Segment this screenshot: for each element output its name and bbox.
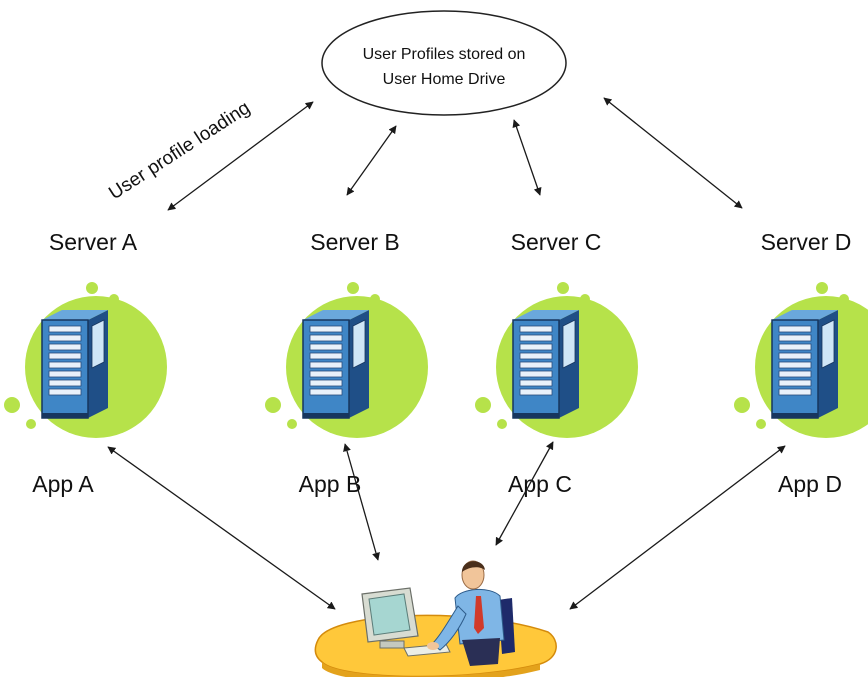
server-b-label: Server B bbox=[310, 229, 399, 255]
server-b-icon bbox=[264, 281, 429, 439]
storage-label-line2: User Home Drive bbox=[383, 71, 506, 88]
user-at-computer-icon bbox=[314, 560, 557, 677]
app-b-label: App B bbox=[299, 471, 362, 497]
arrow-drive-server-a bbox=[167, 101, 314, 211]
app-c-label: App C bbox=[508, 471, 572, 497]
server-a-label: Server A bbox=[49, 229, 138, 255]
storage-label-line1: User Profiles stored on bbox=[363, 46, 526, 63]
server-c-label: Server C bbox=[511, 229, 602, 255]
arrow-app-d-user bbox=[569, 445, 786, 610]
arrow-drive-server-d bbox=[603, 97, 743, 209]
server-d-label: Server D bbox=[761, 229, 852, 255]
user-home-drive-ellipse bbox=[321, 10, 567, 116]
app-d-label: App D bbox=[778, 471, 842, 497]
server-a-icon bbox=[3, 281, 168, 439]
server-d-icon bbox=[733, 281, 868, 439]
arrow-drive-server-b bbox=[346, 125, 397, 196]
arrow-app-c-user bbox=[495, 441, 554, 546]
arrow-app-a-user bbox=[107, 446, 336, 610]
server-c-icon bbox=[474, 281, 639, 439]
arrow-drive-server-c bbox=[512, 119, 542, 196]
app-a-label: App A bbox=[32, 471, 94, 497]
arrow-app-b-user bbox=[343, 443, 380, 561]
user-profile-loading-label: User profile loading bbox=[105, 97, 254, 204]
